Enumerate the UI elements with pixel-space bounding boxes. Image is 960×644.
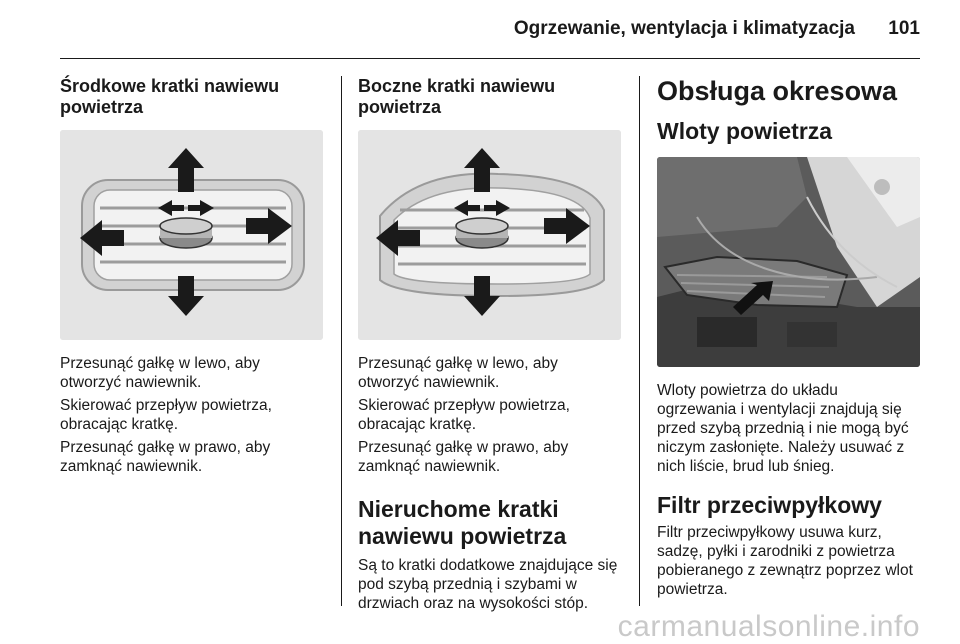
paragraph: Przesunąć gałkę w prawo, aby zamknąć naw… [60, 439, 271, 475]
column-center-vents: Środkowe kratki nawiewu powietrza Przesu… [60, 76, 325, 476]
section-heading: Środkowe kratki nawiewu powietrza [60, 76, 280, 117]
section-heading: Nieruchome kratki nawiewu powietrza [358, 496, 567, 549]
paragraph: Przesunąć gałkę w prawo, aby zamknąć naw… [358, 439, 569, 475]
center-vent-figure [60, 130, 323, 340]
paragraph: Przesunąć gałkę w lewo, aby otworzyć naw… [358, 355, 558, 391]
column-maintenance: Obsługa okresowa Wloty powietrza Wloty p… [657, 76, 922, 599]
header-rule [60, 58, 920, 59]
section-heading: Obsługa okresowa [657, 76, 898, 106]
column-divider-2 [639, 76, 640, 606]
air-vent-arrows-illustration-icon [358, 130, 621, 340]
chapter-title: Ogrzewanie, wentylacja i klimatyzacja [513, 18, 855, 39]
paragraph: Przesunąć gałkę w lewo, aby otworzyć naw… [60, 355, 260, 391]
side-vent-figure [358, 130, 621, 340]
section-heading: Boczne kratki nawiewu powietrza [358, 76, 556, 117]
paragraph: Skierować przepływ powietrza, obracając … [60, 397, 272, 433]
paragraph: Są to kratki dodatkowe znajdujące się po… [358, 557, 618, 612]
air-inlet-photo-icon [657, 157, 920, 367]
paragraph: Filtr przeciwpyłkowy usuwa kurz, sadzę, … [657, 524, 913, 598]
page-number: 101 [888, 18, 920, 39]
section-subheading: Filtr przeciwpyłkowy [657, 492, 882, 518]
column-side-vents: Boczne kratki nawiewu powietrza Przesuną… [358, 76, 626, 613]
air-inlet-figure [657, 157, 920, 367]
paragraph: Wloty powietrza do układu ogrzewania i w… [657, 382, 909, 475]
column-divider-1 [341, 76, 342, 606]
section-subheading: Wloty powietrza [657, 118, 833, 144]
watermark: carmanualsonline.info [617, 610, 920, 643]
paragraph: Skierować przepływ powietrza, obracając … [358, 397, 570, 433]
air-vent-arrows-illustration-icon [60, 130, 323, 340]
